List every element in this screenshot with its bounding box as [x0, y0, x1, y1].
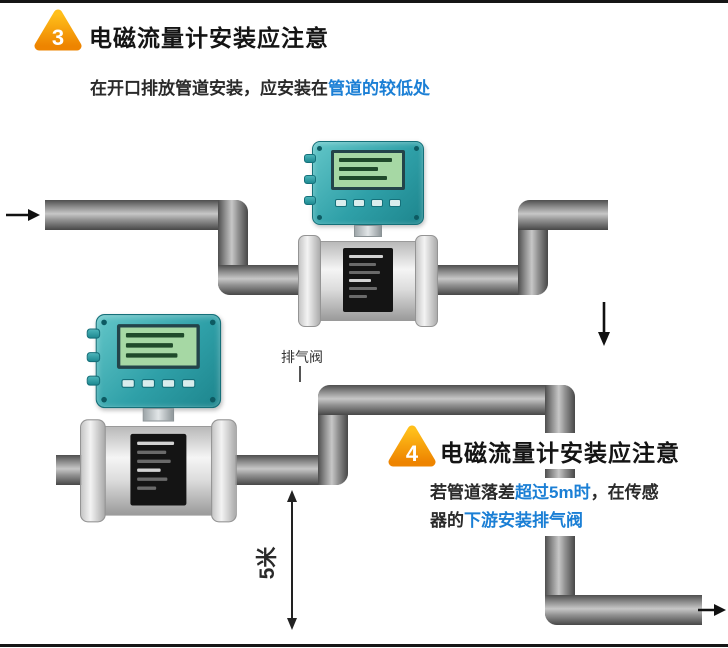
- converter-neck: [354, 225, 382, 237]
- pipe-bottom-run: [545, 595, 702, 625]
- exhaust-valve-label: 排气阀: [281, 349, 323, 365]
- pipe-top-run: [318, 385, 575, 415]
- cable-gland-icon: [304, 196, 316, 205]
- lcd-text-line: [339, 167, 379, 171]
- nameplate-text-line: [137, 477, 168, 481]
- nameplate-text-line: [137, 486, 157, 490]
- screw-icon: [209, 319, 216, 326]
- screw-icon: [209, 396, 216, 403]
- flowmeter-1: [298, 141, 438, 327]
- top-border: [0, 0, 728, 3]
- nameplate-text-line: [137, 450, 167, 454]
- sensor-body: [298, 235, 438, 327]
- key-button: [181, 378, 196, 388]
- bottom-border: [0, 644, 728, 647]
- drop-height-label: 5米: [256, 546, 279, 580]
- flow-down-arrow-icon: [598, 302, 610, 346]
- nameplate-text-line: [137, 441, 175, 446]
- nameplate-text-line: [349, 295, 368, 298]
- key-button: [335, 199, 347, 207]
- note4-line1-black: 若管道落差: [430, 483, 515, 502]
- note4-description: 若管道落差超过5m时，在传感 器的下游安装排气阀: [427, 478, 662, 536]
- cable-gland-icon: [86, 328, 101, 339]
- key-button: [389, 199, 401, 207]
- keypad-buttons: [335, 199, 401, 207]
- key-button: [371, 199, 383, 207]
- converter-box: [86, 314, 222, 409]
- note4-title: 电磁流量计安装应注意: [437, 433, 683, 469]
- screw-icon: [317, 215, 322, 220]
- nameplate-text-line: [349, 287, 378, 290]
- note4-line2-blue: 下游安装排气阀: [464, 511, 583, 530]
- note3-desc-blue: 管道的较低处: [328, 79, 430, 98]
- sensor-body: [80, 419, 237, 523]
- flange-right: [415, 235, 438, 327]
- lcd-display: [331, 150, 405, 190]
- screw-icon: [414, 146, 419, 151]
- note4-line1: 若管道落差超过5m时，在传感: [430, 479, 659, 507]
- key-button: [121, 378, 135, 388]
- badge-3-number: 3: [51, 25, 65, 50]
- badge-3: 3: [33, 7, 83, 53]
- keypad-buttons: [121, 378, 196, 388]
- cable-gland-icon: [304, 154, 316, 163]
- lcd-display: [116, 324, 200, 369]
- flange-right: [211, 419, 237, 523]
- flowmeter-2: [80, 314, 237, 523]
- cable-gland-icon: [304, 175, 316, 184]
- flow-in-arrow-icon: [6, 209, 40, 221]
- cable-gland-icon: [86, 352, 101, 363]
- lcd-text-line: [125, 333, 185, 338]
- nameplate: [130, 433, 187, 506]
- lcd-text-line: [339, 176, 387, 180]
- flange-left: [80, 419, 106, 523]
- badge-4: 4: [387, 423, 437, 469]
- exhaust-valve-pointer: [299, 366, 301, 382]
- screw-icon: [101, 396, 107, 403]
- converter-neck: [142, 408, 175, 422]
- flow-out-arrow-icon: [698, 604, 726, 616]
- note4-line1-black2: ，在传感: [590, 483, 659, 502]
- pipe-upper-right: [518, 200, 608, 230]
- note4-line1-blue: 超过5m时: [515, 483, 591, 502]
- dimension-arrow: [287, 490, 297, 630]
- warning-triangle-icon: [34, 9, 82, 51]
- screw-icon: [101, 319, 107, 326]
- cable-gland-icon: [86, 375, 101, 386]
- nameplate-text-line: [137, 459, 172, 463]
- converter-box: [304, 141, 424, 225]
- pipe-upper-left: [45, 200, 248, 230]
- nameplate-text-line: [137, 468, 161, 472]
- key-button: [161, 378, 176, 388]
- key-button: [353, 199, 365, 207]
- nameplate: [343, 248, 393, 312]
- nameplate-text-line: [349, 263, 376, 266]
- lcd-text-line: [125, 343, 173, 348]
- lcd-text-line: [339, 158, 393, 162]
- nameplate-text-line: [349, 255, 384, 258]
- lcd-text-line: [125, 353, 178, 358]
- flange-left: [298, 235, 321, 327]
- key-button: [141, 378, 156, 388]
- warning-triangle-icon: [388, 425, 436, 467]
- note3-title: 电磁流量计安装应注意: [86, 18, 332, 54]
- screw-icon: [414, 215, 419, 220]
- note3-desc-black: 在开口排放管道安装，应安装在: [90, 79, 328, 98]
- badge-4-number: 4: [405, 441, 419, 466]
- note4-line2: 器的下游安装排气阀: [430, 507, 659, 535]
- note4-line2-black: 器的: [430, 511, 464, 530]
- note3-description: 在开口排放管道安装，应安装在管道的较低处: [90, 74, 430, 99]
- nameplate-text-line: [349, 271, 381, 274]
- nameplate-text-line: [349, 279, 372, 282]
- screw-icon: [317, 146, 322, 151]
